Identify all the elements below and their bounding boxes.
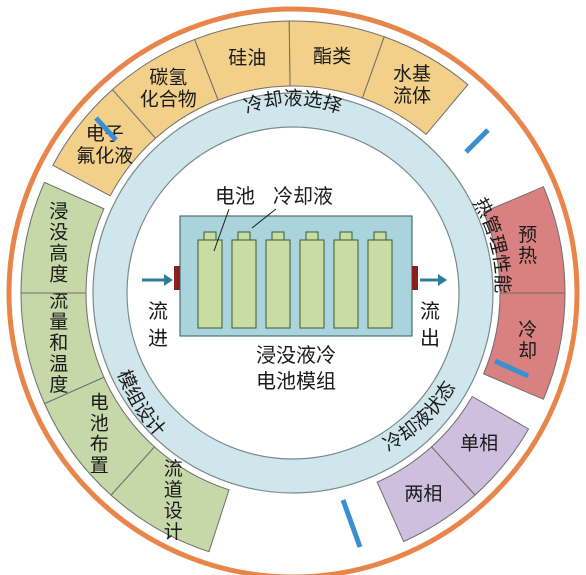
battery-cell-terminal (373, 231, 387, 241)
coolant-type-label: 流体 (393, 85, 431, 107)
module-design-label-char: 计 (164, 521, 183, 543)
coolant-type-label: 氟化液 (76, 145, 133, 167)
module-design-label-char: 流 (49, 290, 68, 312)
divider-top-left (94, 116, 118, 142)
module-design-label-char: 度 (49, 264, 68, 286)
module-design-label-char: 度 (49, 374, 68, 396)
divider-top-right (464, 128, 490, 154)
battery-leader-line (213, 208, 230, 252)
battery-cell (197, 239, 223, 329)
module-title-line1: 浸没液冷 (256, 343, 336, 367)
coolant-type-label: 碳氢 (149, 67, 187, 89)
coolant-type-segment (361, 36, 469, 136)
battery-cell-terminal (305, 231, 319, 241)
coolant-type-label: 酯类 (313, 46, 351, 68)
divider-right (493, 358, 530, 379)
thermal-segment (482, 292, 566, 400)
battery-cell (299, 239, 325, 329)
coolant-leader-line (251, 208, 277, 229)
battery-cell (265, 239, 291, 329)
thermal-label-char: 却 (518, 340, 537, 362)
module-design-label-char: 池 (90, 412, 109, 434)
battery-cell-terminal (237, 231, 251, 241)
thermal-label-char: 预 (518, 224, 537, 246)
battery-cells (197, 231, 393, 329)
thermal-label-char: 热 (518, 245, 537, 267)
coolant-state-segment (376, 446, 476, 543)
module-design-label-char: 电 (90, 391, 109, 413)
module-design-label-char: 温 (49, 353, 68, 375)
battery-label: 电池 (215, 184, 255, 208)
module-design-label-char: 流 (164, 458, 183, 480)
module-design-label-char: 高 (49, 243, 68, 265)
module-design-label-char: 没 (49, 222, 68, 244)
inlet-arrowhead (164, 274, 173, 286)
coolant-type-label: 水基 (393, 63, 431, 85)
outlet-label-line2: 出 (420, 326, 440, 350)
inlet-port (174, 266, 180, 290)
module-design-label-char: 置 (90, 454, 109, 476)
module-design-label-char: 和 (49, 332, 68, 354)
module-design-segment (20, 181, 105, 294)
coolant-label: 冷却液 (273, 184, 333, 208)
coolant-state-label: 单相 (460, 433, 498, 455)
inlet-label-line1: 流 (148, 299, 168, 323)
thermal-label-char: 冷 (518, 319, 537, 341)
outlet-arrowhead (438, 274, 447, 286)
battery-cell-terminal (203, 231, 217, 241)
module-design-label-char: 道 (164, 479, 183, 501)
battery-cell (367, 239, 393, 329)
coolant-type-segments: 电子氟化液碳氢化合物硅油酯类水基流体 (52, 20, 469, 197)
divider-bottom (340, 499, 363, 548)
module-title-line2: 电池模组 (256, 369, 336, 393)
inlet-label-line2: 进 (148, 326, 168, 350)
battery-cell-terminal (339, 231, 353, 241)
battery-cell-terminal (271, 231, 285, 241)
outlet-port (412, 266, 418, 290)
battery-module: 电池 冷却液 流 进 流 出 浸没液冷 电池模组 (142, 184, 447, 393)
battery-cell (333, 239, 359, 329)
battery-cell (231, 239, 257, 329)
coolant-state-label: 两相 (404, 483, 442, 505)
module-design-label-char: 设 (164, 500, 183, 522)
module-design-label-char: 量 (49, 311, 68, 333)
module-design-label-char: 布 (90, 433, 109, 455)
coolant-type-label: 硅油 (228, 47, 266, 69)
outlet-label-line1: 流 (420, 299, 440, 323)
coolant-type-label: 化合物 (140, 89, 197, 111)
module-design-label-char: 浸 (49, 201, 68, 223)
